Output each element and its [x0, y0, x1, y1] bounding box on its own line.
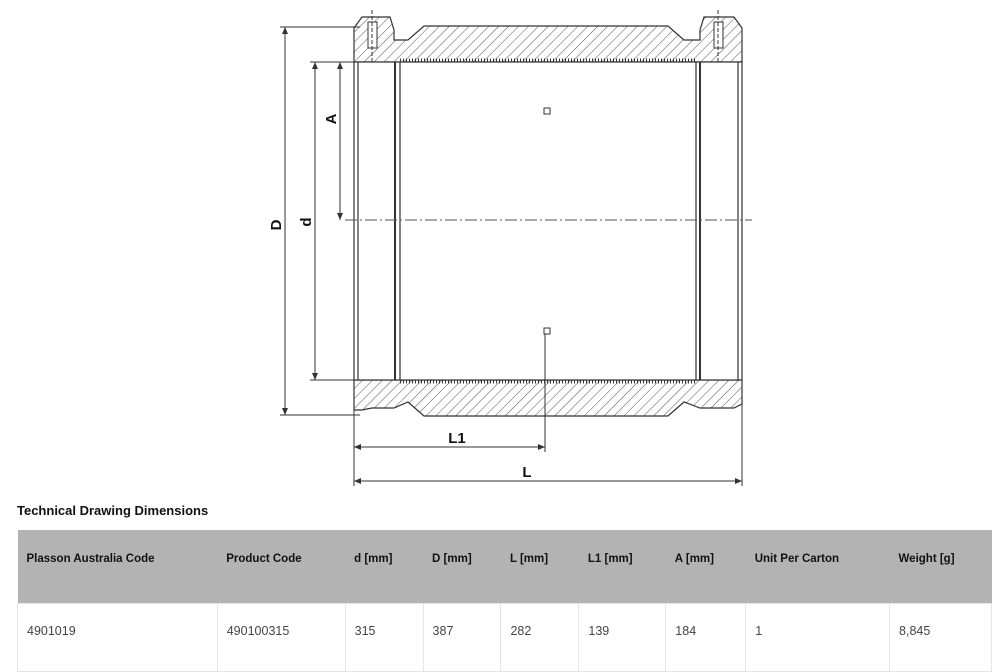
- bolt-left: [367, 10, 378, 68]
- marker-square-top: [543, 107, 551, 115]
- label-L: L: [522, 464, 531, 481]
- table-cell: 282: [500, 603, 580, 672]
- header-cell: Product Code: [217, 530, 346, 604]
- bore: [353, 58, 743, 384]
- coupler-top-wall: [353, 16, 743, 63]
- table-header-row: Plasson Australia Code Product Code d [m…: [17, 530, 992, 604]
- technical-drawing: D d A L1 L: [268, 10, 752, 486]
- header-cell: Weight [g]: [889, 530, 992, 604]
- table-row: 4901019 490100315 315 387 282 139 184 1 …: [17, 603, 992, 672]
- table-cell: 139: [578, 603, 667, 672]
- table-cell: 315: [344, 603, 424, 672]
- coupler-bottom-wall: [353, 379, 743, 417]
- table-cell: 184: [665, 603, 747, 672]
- table-cell: 1: [745, 603, 891, 672]
- bolt-right: [713, 10, 724, 68]
- section-title: Technical Drawing Dimensions: [17, 503, 209, 518]
- label-D: D: [268, 219, 285, 230]
- header-cell: d [mm]: [345, 530, 424, 604]
- table-cell: 490100315: [216, 603, 346, 672]
- header-cell: Plasson Australia Code: [17, 530, 218, 604]
- header-cell: L1 [mm]: [578, 530, 666, 604]
- header-cell: L [mm]: [500, 530, 579, 604]
- header-cell: A [mm]: [665, 530, 746, 604]
- label-d: d: [298, 217, 315, 226]
- header-cell: Unit Per Carton: [745, 530, 890, 604]
- table-cell: 8,845: [889, 603, 992, 672]
- label-L1: L1: [448, 430, 466, 447]
- marker-square-bottom: [543, 327, 551, 335]
- dimensions-table: Plasson Australia Code Product Code d [m…: [17, 530, 992, 672]
- header-cell: D [mm]: [423, 530, 501, 604]
- table-cell: 4901019: [17, 603, 218, 672]
- table-cell: 387: [422, 603, 502, 672]
- label-A: A: [323, 113, 340, 124]
